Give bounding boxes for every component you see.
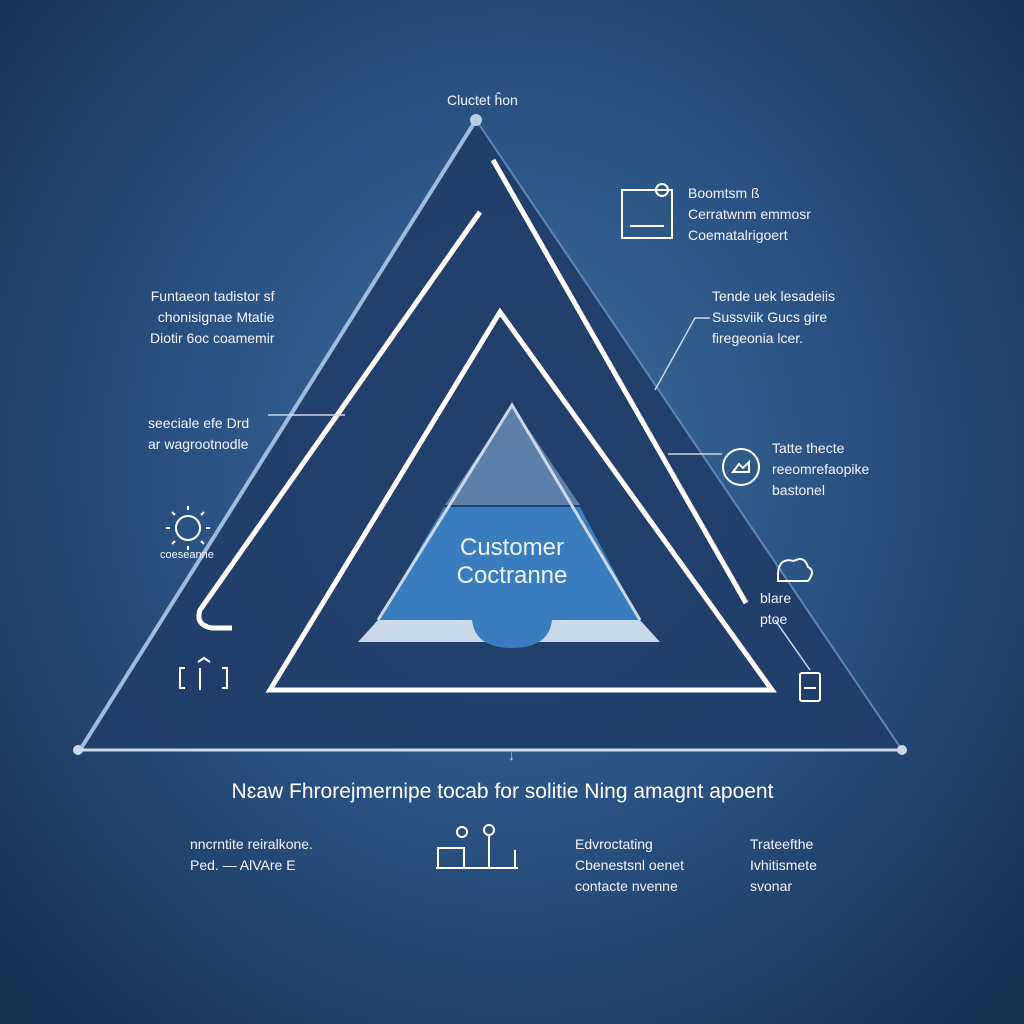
apex-dot [470,114,482,126]
cloud-icon [777,558,813,582]
outer-triangle [80,120,902,750]
outer-right-edge [475,119,903,751]
bracket-icon [179,656,228,690]
outer-left-edge [78,118,478,752]
apex-label: Cluctet ĥon [447,92,518,108]
footer-title: Nɛaw Fhrorejmernipe tocab for solitie Ni… [231,780,774,803]
down-arrow-icon: ↓ [508,747,515,763]
core-base-bump [472,620,552,648]
people-computer-icon [436,824,518,869]
gear-sun-icon [166,506,210,550]
device-icon [799,672,821,702]
core-outline [376,402,642,621]
footer-col1: nncrntite reiralkone.Ped. — AlVAre E [190,836,313,873]
connector [654,317,710,391]
chat-circle-icon [722,448,760,486]
second-left-line [196,210,483,631]
connector [774,619,811,671]
second-right-line [490,158,749,605]
third-triangle [265,307,777,693]
core-middle [378,507,640,620]
people-desk-icon [621,183,673,239]
core-top [445,405,580,505]
gear-icon-label: coeseanne [160,549,214,561]
base-right-dot [897,745,907,755]
base-left-dot [73,745,83,755]
